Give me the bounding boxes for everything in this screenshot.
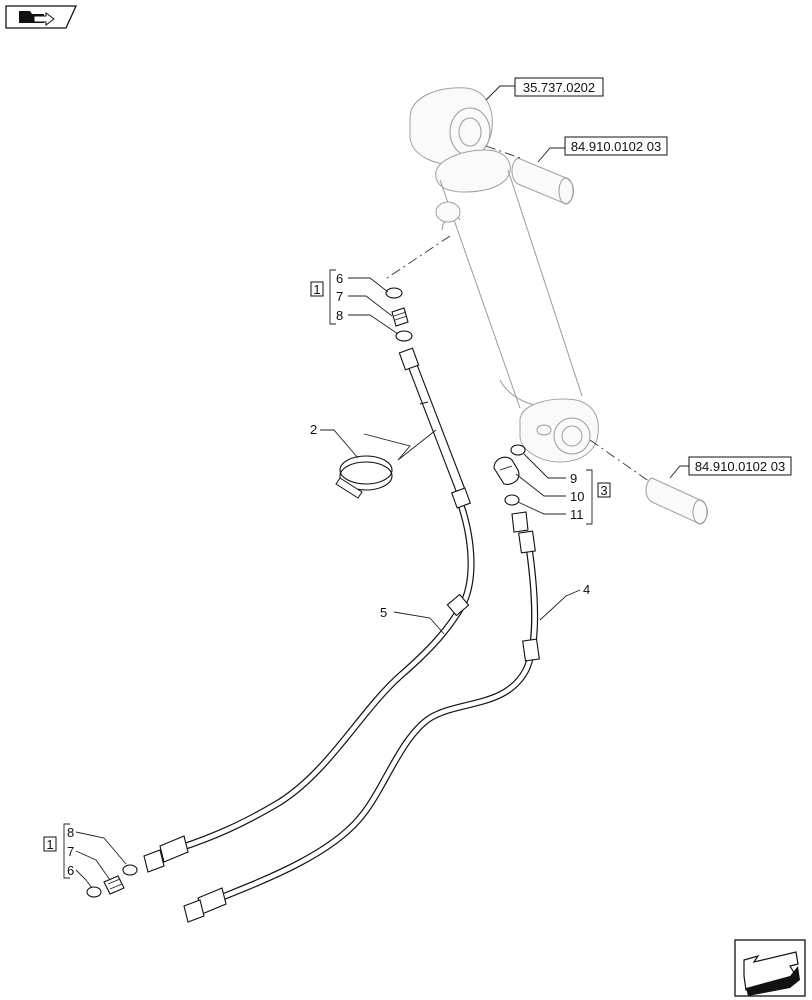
kit-bottom-left: 1 8 7 6 — [43, 823, 74, 879]
folder-arrow-icon[interactable] — [5, 5, 78, 29]
item-number: 6 — [336, 271, 343, 286]
callout-2: 2 — [310, 422, 317, 437]
elbow-10 — [493, 456, 520, 485]
ref-box-pin-top[interactable]: 84.910.0102 03 — [564, 136, 668, 156]
o-ring-9 — [510, 444, 526, 456]
ref-label-cylinder: 35.737.0202 — [523, 80, 595, 95]
pin-top — [511, 157, 574, 205]
o-ring-6-bottom — [86, 886, 102, 898]
adapter-7-top — [391, 307, 409, 327]
navigation-arrow-icon[interactable] — [734, 939, 806, 997]
hydraulic-cylinder — [409, 87, 599, 463]
kit-number: 3 — [600, 483, 607, 498]
kit-number: 1 — [313, 282, 320, 297]
ref-label-pin-bottom: 84.910.0102 03 — [695, 459, 785, 474]
o-ring-11 — [504, 494, 520, 506]
o-ring-8-top — [395, 330, 413, 342]
ref-box-cylinder[interactable]: 35.737.0202 — [514, 77, 604, 97]
item-number: 8 — [336, 308, 343, 323]
item-number: 7 — [336, 289, 343, 304]
ref-box-pin-bottom[interactable]: 84.910.0102 03 — [688, 456, 792, 476]
item-number: 8 — [67, 825, 74, 840]
hose-5 — [143, 347, 475, 873]
hose-4 — [183, 511, 540, 923]
kit-number: 1 — [46, 837, 53, 852]
callout-4: 4 — [583, 582, 590, 597]
item-number: 10 — [570, 489, 584, 504]
pin-bottom — [645, 477, 708, 525]
o-ring-6-top — [385, 287, 403, 299]
item-number: 9 — [570, 471, 577, 486]
item-number: 11 — [570, 507, 584, 522]
hose-clamp — [335, 429, 437, 499]
item-number: 7 — [67, 844, 74, 859]
ref-label-pin-top: 84.910.0102 03 — [571, 139, 661, 154]
adapter-7-bottom — [103, 875, 125, 895]
leader-lines — [75, 85, 689, 889]
callout-5: 5 — [380, 605, 387, 620]
item-number: 6 — [67, 863, 74, 878]
o-ring-8-bottom — [122, 864, 138, 876]
kit-right: 9 10 11 3 — [570, 469, 611, 525]
kit-top-left: 1 6 7 8 — [310, 269, 343, 325]
